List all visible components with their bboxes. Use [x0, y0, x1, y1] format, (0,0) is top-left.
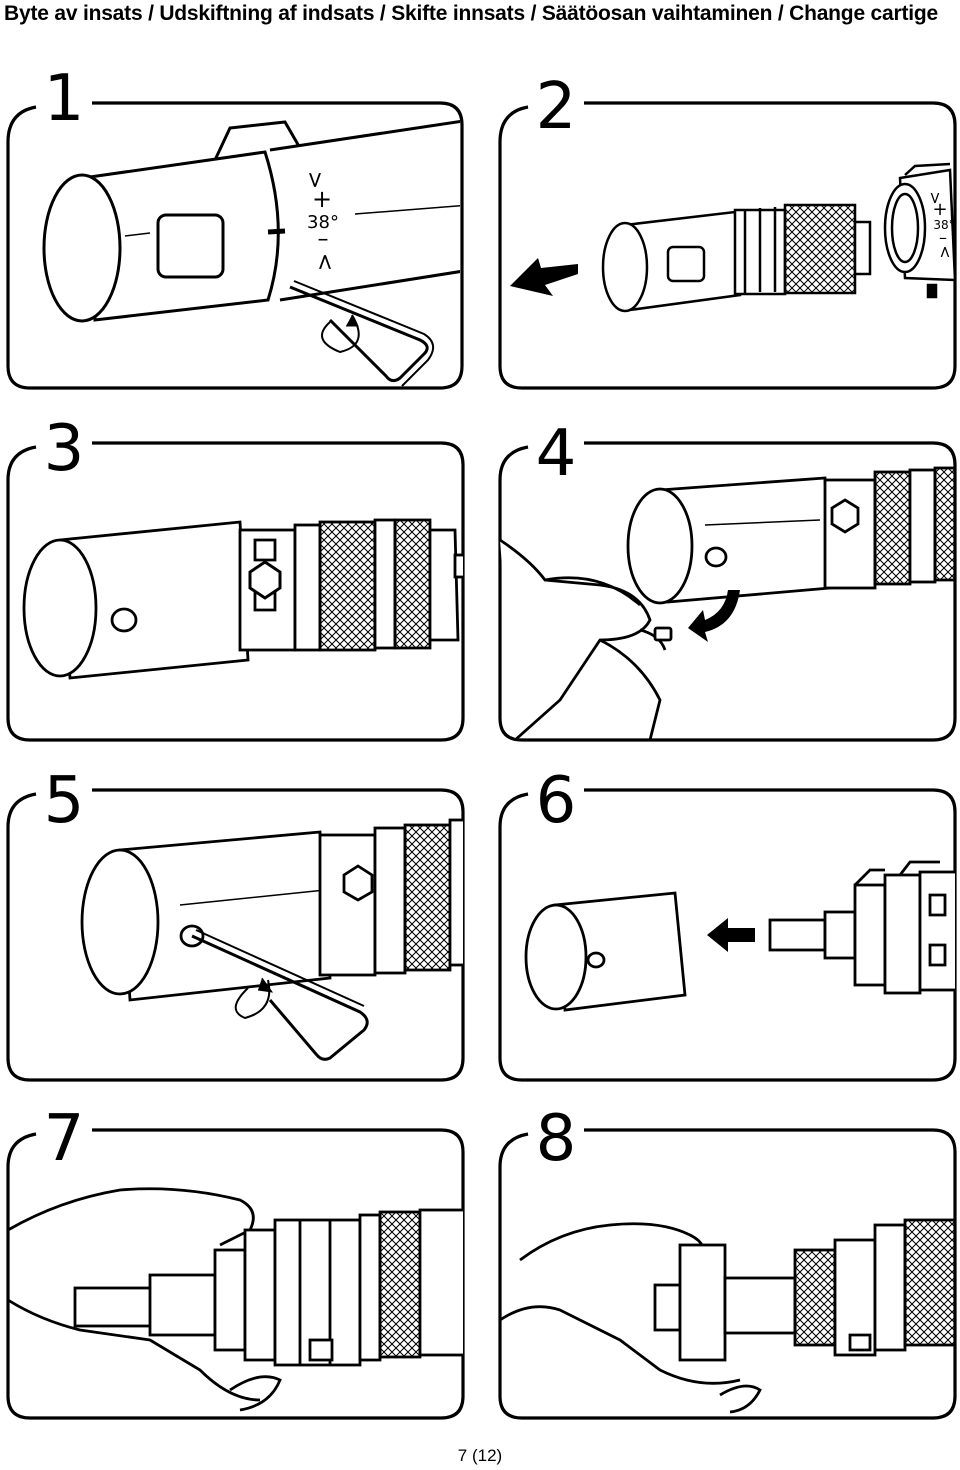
- svg-text:38°: 38°: [933, 218, 954, 232]
- step-2-panel: 2 < + 38° – >: [498, 70, 957, 390]
- svg-text:+: +: [932, 199, 947, 220]
- step-4-panel: 4: [498, 417, 957, 742]
- step-number: 8: [536, 1102, 577, 1176]
- step-number: 2: [536, 70, 577, 144]
- svg-text:<: <: [303, 171, 328, 189]
- svg-text:–: –: [939, 228, 947, 247]
- step-3-panel: 3: [6, 412, 465, 742]
- svg-text:>: >: [313, 253, 338, 271]
- page-number: 7 (12): [457, 1446, 503, 1465]
- svg-text:<: <: [925, 191, 944, 204]
- step-number: 5: [44, 764, 85, 838]
- page-title: Byte av insats / Udskiftning af indsats …: [4, 2, 939, 25]
- step-number: 3: [44, 412, 85, 486]
- svg-text:–: –: [318, 227, 329, 252]
- step-5-panel: 5: [6, 764, 465, 1082]
- arrow-left-icon: [510, 258, 578, 296]
- temperature-scale-icon: < + 38° – >: [303, 171, 339, 271]
- step-7-panel: 7: [6, 1102, 465, 1420]
- step-number: 6: [536, 764, 577, 838]
- step-number: 1: [44, 62, 85, 136]
- step-6-panel: 6: [498, 764, 957, 1082]
- step-number: 4: [536, 417, 577, 491]
- step-1-panel: 1 < + 38° – >: [6, 62, 464, 390]
- svg-text:>: >: [935, 245, 954, 258]
- svg-text:38°: 38°: [307, 212, 339, 233]
- step-8-panel: 8: [498, 1102, 957, 1420]
- svg-text:+: +: [312, 185, 332, 213]
- arrow-left-icon: [707, 918, 755, 952]
- temperature-scale-icon: < + 38° – >: [925, 191, 955, 258]
- rotate-icon: [688, 590, 740, 642]
- step-number: 7: [44, 1102, 85, 1176]
